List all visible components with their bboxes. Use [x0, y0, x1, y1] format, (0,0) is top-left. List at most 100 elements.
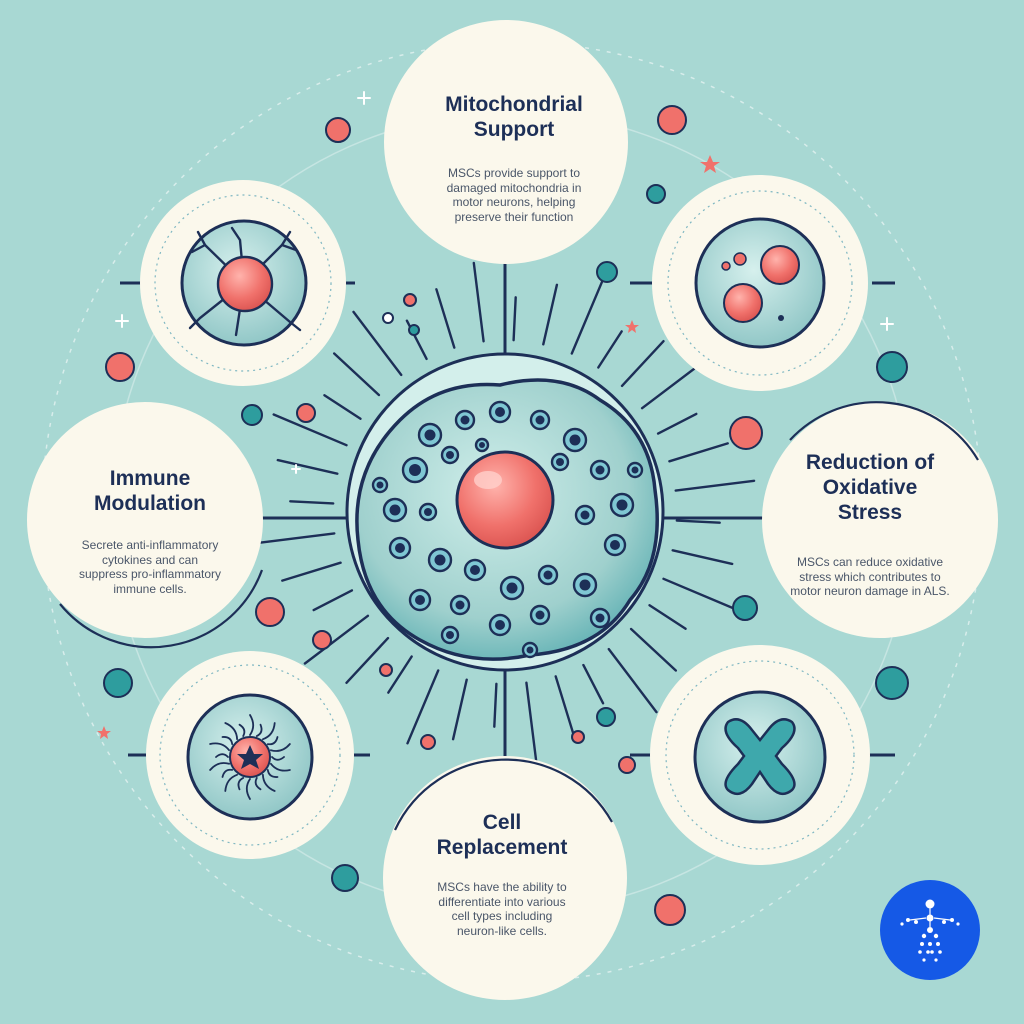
- desc-line: motor neurons, helping: [452, 195, 576, 209]
- mitochondria-cell-icon: [652, 175, 868, 391]
- particle: [379, 663, 393, 677]
- desc-line: MSCs have the ability to: [437, 880, 567, 894]
- vesicle-core: [631, 466, 639, 474]
- particle: [596, 261, 618, 283]
- vesicle-core: [535, 610, 545, 620]
- desc-line: damaged mitochondria in: [446, 180, 582, 195]
- immune-spike: [221, 736, 234, 745]
- particle: [255, 597, 285, 627]
- particle: [420, 734, 436, 750]
- vesicle-core: [535, 415, 545, 425]
- vesicle-core: [389, 504, 401, 516]
- vesicle-core: [434, 554, 446, 566]
- desc-line: motor neuron damage in ALS.: [790, 584, 950, 598]
- particle: [732, 595, 758, 621]
- title-line: Reduction of: [805, 451, 935, 474]
- particle: [105, 352, 135, 382]
- desc-line: MSCs provide support to: [447, 166, 581, 180]
- particle: [657, 105, 687, 135]
- title-line: Stress: [837, 501, 903, 524]
- vesicle-core: [495, 407, 505, 417]
- vesicle-core: [455, 600, 465, 610]
- vesicle-core: [446, 451, 454, 459]
- neural-logo-icon: [880, 880, 980, 980]
- immune-spike: [224, 722, 238, 741]
- particle: [729, 416, 763, 450]
- immune-spike: [254, 777, 262, 791]
- vesicle-core: [446, 631, 454, 639]
- ray-line: [582, 663, 605, 705]
- desc-line: cell types including: [451, 909, 553, 923]
- immune-spike: [209, 742, 230, 752]
- vesicle-core: [376, 481, 384, 489]
- desc-line: Secrete anti-inflammatory: [81, 538, 219, 552]
- ray-line: [435, 288, 456, 349]
- ray-line: [675, 519, 721, 524]
- desc-line: stress which contributes to: [799, 569, 941, 584]
- desc-line: preserve their function: [454, 209, 574, 224]
- stem-cell-icon: [345, 352, 665, 672]
- ray-line: [333, 352, 381, 397]
- logo-mark: [900, 899, 960, 962]
- ray-line: [542, 283, 559, 346]
- particle: [875, 666, 909, 700]
- vesicle-core: [424, 429, 436, 441]
- particle: [296, 403, 316, 423]
- vesicle-core: [470, 565, 480, 575]
- panel-oxidative-bg: [762, 401, 998, 638]
- particle: [325, 117, 351, 143]
- vesicle-core: [506, 582, 518, 594]
- scattered-particles: [103, 105, 909, 926]
- vesicle-core: [479, 442, 485, 448]
- ray-line: [493, 682, 498, 728]
- particle: [876, 351, 908, 383]
- immune-spike: [255, 723, 263, 737]
- particle: [571, 730, 585, 744]
- vesicle-core: [610, 540, 620, 550]
- particle: [382, 312, 394, 324]
- immune-spike: [209, 762, 230, 771]
- particle: [331, 864, 359, 892]
- particle: [241, 404, 263, 426]
- ray-line: [345, 636, 390, 684]
- ray-line: [272, 413, 348, 447]
- immune-spike: [262, 722, 276, 741]
- sparkles: [115, 91, 894, 474]
- desc-line: neuron-like cells.: [456, 923, 548, 938]
- immune-spike: [215, 753, 229, 758]
- title-line: Cell: [482, 811, 522, 834]
- desc-line: MSCs can reduce oxidative: [796, 555, 944, 569]
- pink-sparkles: [97, 155, 720, 739]
- vesicle-core: [595, 465, 605, 475]
- ray-line: [312, 589, 354, 612]
- particle: [403, 293, 417, 307]
- particle: [312, 630, 332, 650]
- panel-replacement-bg: [383, 756, 627, 1000]
- immune-spike: [266, 769, 279, 778]
- ray-line: [472, 261, 485, 343]
- vesicle-core: [526, 646, 534, 654]
- particle: [646, 184, 666, 204]
- title-line: Support: [473, 118, 555, 141]
- vesicle-core: [616, 499, 628, 511]
- immune-cell-icon: [146, 651, 354, 859]
- immune-spike: [262, 773, 276, 792]
- radiating-connectors: [254, 261, 756, 763]
- vesicle-core: [409, 464, 421, 476]
- title-line: Oxidative: [822, 476, 918, 499]
- title-line: Replacement: [436, 836, 568, 859]
- desc-line: immune cells.: [113, 581, 187, 596]
- ray-line: [629, 627, 677, 672]
- ray-line: [451, 678, 468, 741]
- vesicle-core: [395, 543, 405, 553]
- vesicle-core: [415, 595, 425, 605]
